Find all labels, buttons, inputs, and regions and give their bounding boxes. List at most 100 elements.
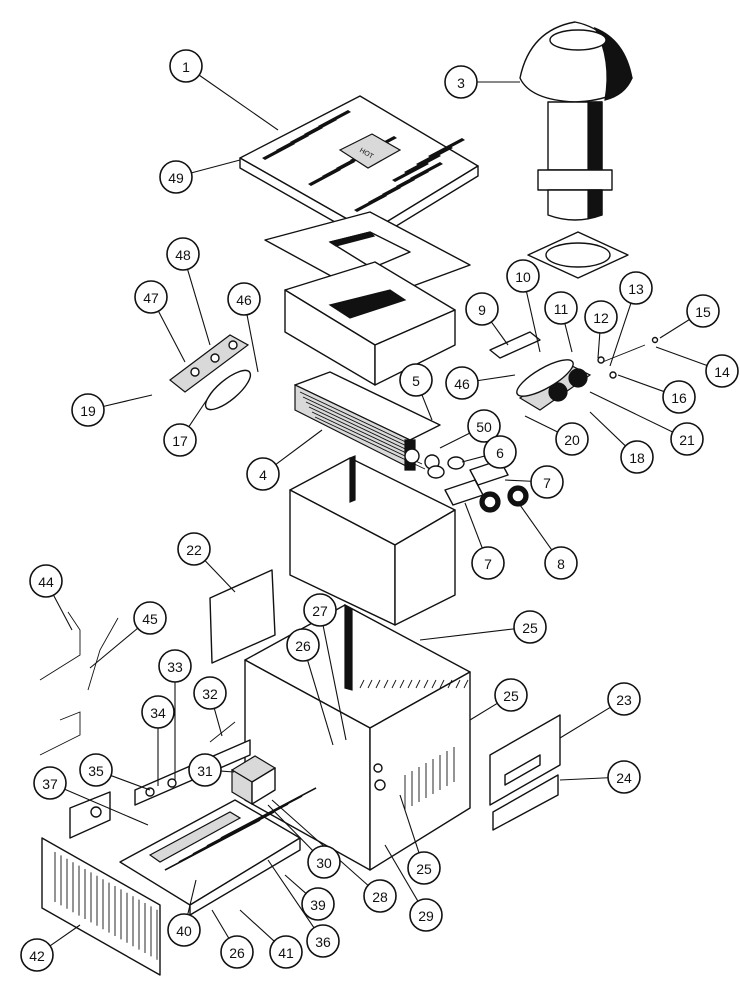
- callout-circle: [134, 280, 168, 314]
- right-header: [489, 331, 659, 411]
- callout-17: 17: [163, 423, 197, 457]
- callout-leader-14: [655, 346, 708, 367]
- callout-leader-30: [267, 804, 314, 851]
- callout-number: 25: [522, 620, 538, 636]
- callout-circle: [662, 380, 696, 414]
- callout-number: 42: [29, 948, 45, 964]
- callout-leader-46: [477, 374, 516, 382]
- callout-1: 1: [169, 49, 203, 83]
- callout-number: 24: [616, 770, 632, 786]
- burner-port: [391, 679, 397, 689]
- callout-number: 40: [176, 923, 192, 939]
- callout-circle: [513, 610, 547, 644]
- side-panel-22: [209, 569, 276, 664]
- callout-37: 37: [33, 766, 67, 800]
- callout-number: 25: [503, 688, 519, 704]
- callout-number: 15: [695, 304, 711, 320]
- callout-circle: [584, 300, 618, 334]
- callout-circle: [307, 845, 341, 879]
- burner-tube-highlight: [220, 787, 317, 839]
- cover-vent-slot: [318, 110, 351, 128]
- callout-18: 18: [620, 440, 654, 474]
- callout-46: 46: [445, 366, 479, 400]
- callout-number: 26: [229, 945, 245, 961]
- callout-number: 46: [454, 376, 470, 392]
- burner-port: [415, 679, 421, 689]
- burner-tray: [119, 787, 317, 916]
- burner-port: [463, 679, 469, 689]
- callout-circle: [399, 363, 433, 397]
- callout-circle: [20, 938, 54, 972]
- callout-39: 39: [301, 887, 335, 921]
- combustion-chamber: [289, 455, 456, 626]
- callout-number: 32: [202, 686, 218, 702]
- callout-25: 25: [407, 851, 441, 885]
- callout-circle: [269, 935, 303, 969]
- callout-number: 47: [143, 290, 159, 306]
- heat-exchanger-fin: [311, 411, 423, 465]
- left-header: [169, 334, 252, 411]
- callout-number: 10: [515, 269, 531, 285]
- callout-33: 33: [158, 649, 192, 683]
- callout-leader-40: [187, 879, 197, 915]
- callout-leader-16: [617, 374, 665, 393]
- callout-circle: [159, 160, 193, 194]
- callout-leader-26: [211, 909, 230, 939]
- callout-12: 12: [584, 300, 618, 334]
- callout-number: 16: [671, 390, 687, 406]
- callout-number: 37: [42, 776, 58, 792]
- callout-leader-17: [188, 391, 213, 427]
- callout-42: 42: [20, 938, 54, 972]
- callout-20: 20: [555, 422, 589, 456]
- callout-28: 28: [363, 879, 397, 913]
- callout-3: 3: [444, 65, 478, 99]
- heat-exchanger-fin: [302, 396, 414, 450]
- callout-leader-15: [659, 319, 690, 339]
- callout-leader-41: [239, 909, 275, 942]
- callout-47: 47: [134, 280, 168, 314]
- callout-number: 1: [182, 59, 190, 75]
- callout-22: 22: [177, 532, 211, 566]
- callout-36: 36: [306, 924, 340, 958]
- callout-leader-49: [191, 159, 241, 174]
- callout-circle: [544, 291, 578, 325]
- callout-leader-26: [307, 660, 334, 746]
- callout-circle: [158, 649, 192, 683]
- callout-number: 39: [310, 897, 326, 913]
- callout-leader-47: [157, 310, 186, 363]
- callout-circle: [494, 678, 528, 712]
- vent-cap: [519, 21, 633, 279]
- callout-number: 30: [316, 855, 332, 871]
- burner-port: [439, 679, 445, 689]
- side-panel-23: [489, 714, 561, 806]
- callout-leader-31: [220, 770, 235, 773]
- callout-leader-50: [439, 432, 470, 449]
- callout-29: 29: [409, 898, 443, 932]
- callout-32: 32: [193, 676, 227, 710]
- callout-circle: [193, 676, 227, 710]
- front-access-door: [41, 837, 161, 976]
- callout-leader-25: [419, 628, 515, 641]
- callout-circle: [407, 851, 441, 885]
- callout-number: 8: [557, 556, 565, 572]
- callout-circle: [167, 913, 201, 947]
- callout-leader-35: [110, 775, 151, 791]
- burner-port: [431, 679, 437, 689]
- callout-30: 30: [307, 845, 341, 879]
- callout-number: 3: [457, 75, 465, 91]
- callout-31: 31: [188, 753, 222, 787]
- callout-46: 46: [227, 282, 261, 316]
- callout-leader-5: [421, 394, 433, 421]
- callout-leader-7: [464, 502, 483, 549]
- callout-number: 49: [168, 170, 184, 186]
- callout-circle: [686, 294, 720, 328]
- callout-leader-8: [519, 504, 553, 551]
- callout-49: 49: [159, 160, 193, 194]
- callout-number: 9: [478, 302, 486, 318]
- callout-35: 35: [79, 753, 113, 787]
- callout-24: 24: [607, 760, 641, 794]
- cover-vent-slot: [428, 138, 465, 158]
- leader-lines: [49, 74, 708, 947]
- callout-circle: [506, 259, 540, 293]
- callout-leader-48: [187, 269, 211, 346]
